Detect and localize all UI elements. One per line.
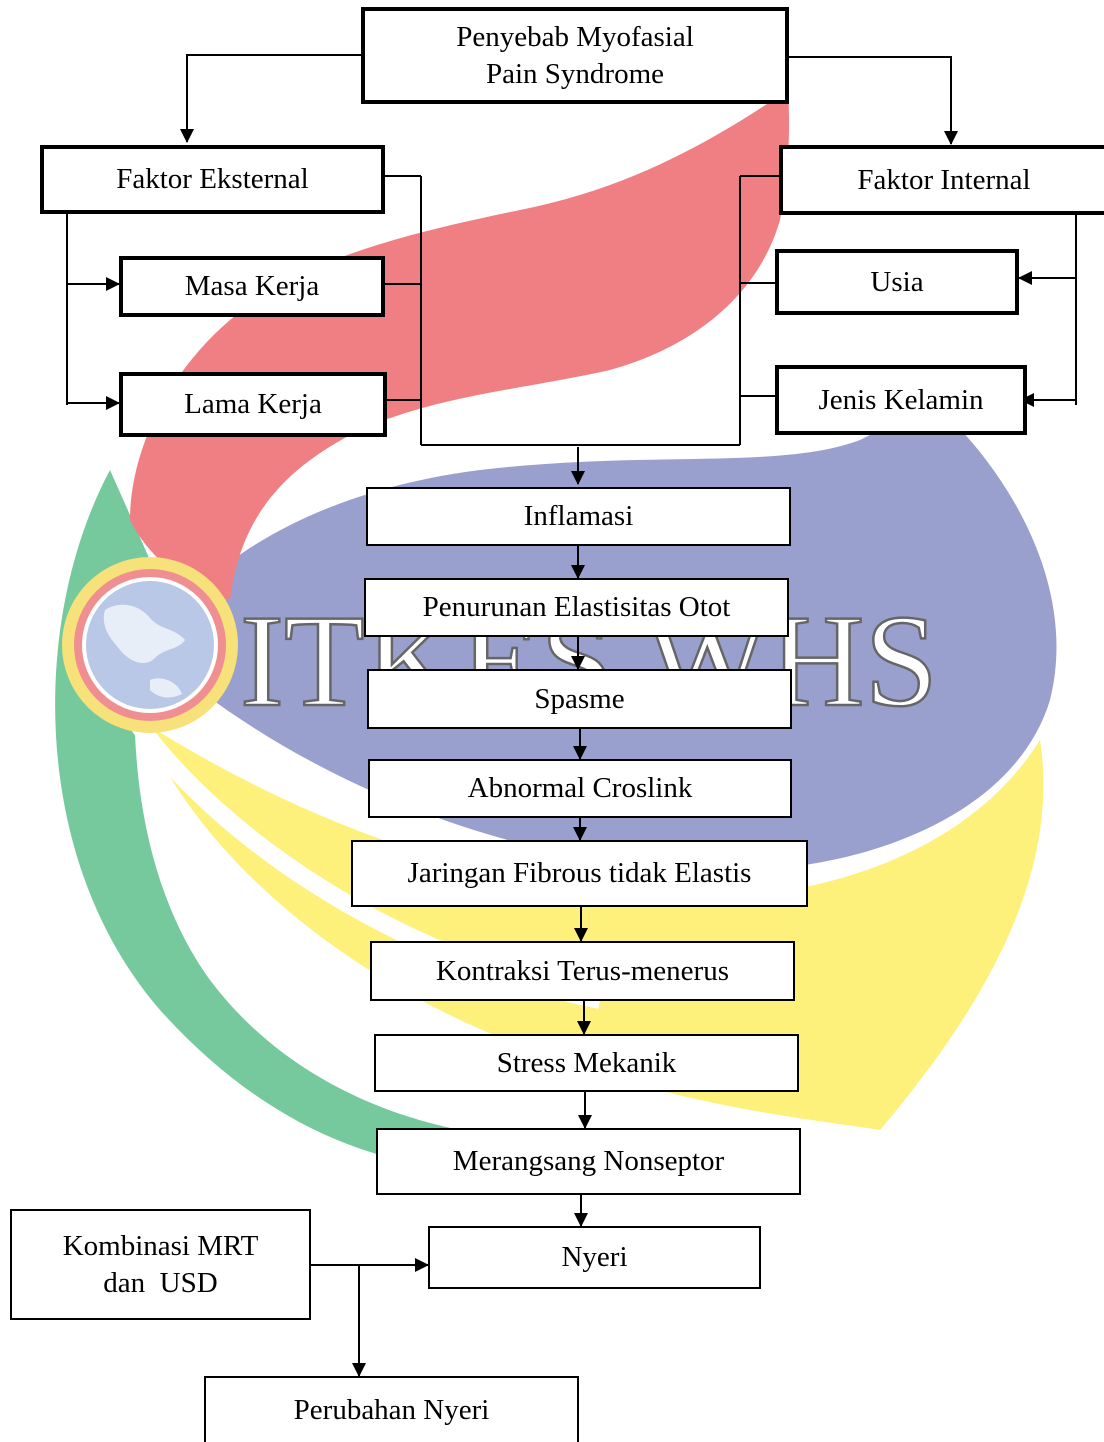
lama-kerja-label: Lama Kerja (184, 388, 322, 421)
kontraksi-box: Kontraksi Terus-menerus (370, 941, 795, 1001)
lama-kerja-box: Lama Kerja (119, 372, 387, 437)
perubahan-nyeri-box: Perubahan Nyeri (204, 1376, 579, 1442)
internal-factor-label: Faktor Internal (857, 163, 1031, 196)
usia-box: Usia (775, 249, 1019, 315)
jaringan-fibrous-box: Jaringan Fibrous tidak Elastis (351, 840, 808, 907)
watermark-green-swoosh (55, 470, 461, 1170)
jenis-kelamin-label: Jenis Kelamin (818, 383, 984, 416)
arrow-root-to-internal (788, 56, 958, 145)
kombinasi-line-2: dan USD (103, 1266, 218, 1299)
jenis-kelamin-box: Jenis Kelamin (775, 365, 1027, 435)
masa-kerja-label: Masa Kerja (184, 270, 320, 303)
stress-mekanik-box: Stress Mekanik (374, 1034, 799, 1092)
merangsang-nonseptor-label: Merangsang Nonseptor (452, 1145, 725, 1178)
spasme-box: Spasme (367, 669, 792, 729)
penurunan-elastisitas-label: Penurunan Elastisitas Otot (422, 591, 731, 624)
merangsang-nonseptor-box: Merangsang Nonseptor (376, 1128, 801, 1195)
stress-mekanik-label: Stress Mekanik (496, 1046, 677, 1079)
external-factor-box: Faktor Eksternal (40, 145, 385, 214)
nyeri-label: Nyeri (561, 1241, 628, 1274)
abnormal-croslink-label: Abnormal Croslink (467, 772, 693, 805)
kombinasi-line-1: Kombinasi MRT (62, 1230, 259, 1263)
watermark-red-swoosh (130, 90, 790, 600)
internal-factor-box: Faktor Internal (779, 145, 1104, 215)
arrow-root-to-external (180, 54, 362, 143)
kontraksi-label: Kontraksi Terus-menerus (435, 954, 729, 987)
nyeri-box: Nyeri (428, 1226, 761, 1289)
watermark-globe-emblem (62, 557, 238, 733)
inflamasi-label: Inflamasi (523, 500, 634, 533)
external-factor-label: Faktor Eksternal (116, 163, 309, 196)
emblem-continents (103, 604, 185, 698)
spasme-label: Spasme (534, 682, 625, 715)
usia-label: Usia (870, 265, 924, 298)
masa-kerja-box: Masa Kerja (119, 256, 385, 317)
inflamasi-box: Inflamasi (366, 487, 791, 546)
watermark-yellow-swoosh (140, 720, 1044, 1130)
root-cause-line-2: Pain Syndrome (485, 57, 665, 90)
penurunan-elastisitas-box: Penurunan Elastisitas Otot (364, 578, 789, 637)
abnormal-croslink-box: Abnormal Croslink (368, 759, 792, 818)
root-cause-line-1: Penyebab Myofasial (456, 21, 694, 54)
jaringan-fibrous-label: Jaringan Fibrous tidak Elastis (407, 857, 752, 890)
perubahan-nyeri-label: Perubahan Nyeri (293, 1393, 490, 1426)
kombinasi-box: Kombinasi MRT dan USD (10, 1209, 311, 1320)
root-cause-box: Penyebab Myofasial Pain Syndrome (361, 7, 789, 104)
